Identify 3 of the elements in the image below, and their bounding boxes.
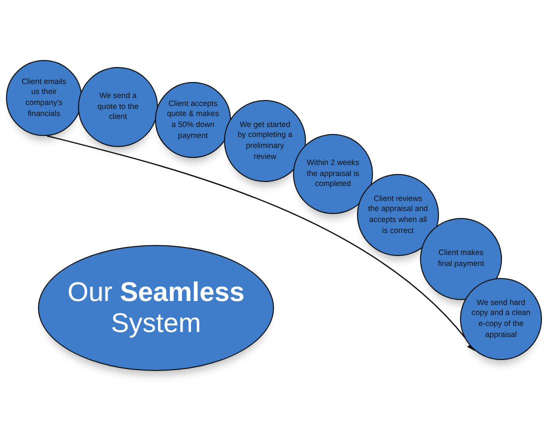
step-circle [78, 67, 158, 147]
title-text: Our Seamless System [66, 276, 246, 340]
curved-arrow [46, 135, 475, 351]
